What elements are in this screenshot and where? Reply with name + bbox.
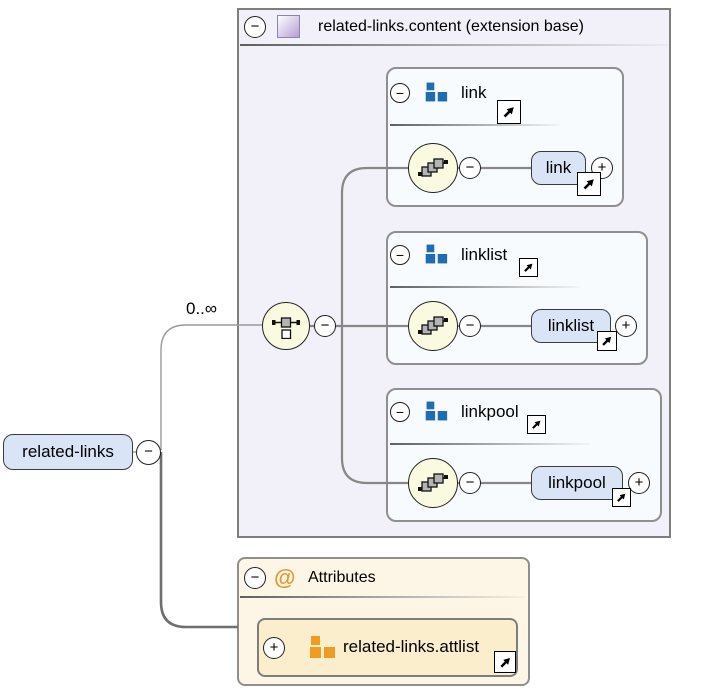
reference-arrow-icon[interactable] [577, 172, 601, 196]
group-title-linkpool: linkpool [461, 402, 519, 421]
model-group-icon [425, 82, 448, 102]
attributes-icon: @ [274, 565, 296, 590]
model-group-icon [425, 244, 448, 264]
reference-arrow-icon[interactable] [519, 258, 538, 277]
choice-glyph [418, 473, 448, 492]
group-title-linklist: linklist [461, 245, 508, 264]
group-separator [390, 124, 560, 126]
group-title-link: link [461, 83, 487, 102]
collapse-button-sequence[interactable]: − [314, 315, 336, 337]
collapse-button-attributes[interactable]: − [244, 567, 266, 589]
choice-compositor-icon[interactable] [408, 458, 458, 508]
expand-button-attlist[interactable]: + [263, 637, 285, 659]
header-separator [240, 44, 668, 46]
attributes-separator [240, 596, 525, 598]
extension-base-title: related-links.content (extension base) [318, 18, 584, 35]
reference-arrow-icon[interactable] [497, 100, 521, 124]
reference-arrow-icon[interactable] [612, 488, 631, 507]
expand-button-linklist[interactable]: + [615, 315, 637, 337]
reference-arrow-icon[interactable] [597, 331, 617, 351]
reference-arrow-icon[interactable] [494, 651, 516, 673]
collapse-button-choice-link[interactable]: − [459, 157, 481, 179]
collapse-button-root[interactable]: − [136, 440, 161, 465]
reference-arrow-icon[interactable] [527, 415, 546, 434]
element-linkpool[interactable]: linkpool [531, 466, 623, 500]
choice-glyph [418, 316, 448, 335]
collapse-button-choice-linkpool[interactable]: − [459, 472, 481, 494]
collapse-button-group-linkpool[interactable]: − [390, 402, 410, 422]
collapse-button-extension[interactable]: − [244, 16, 266, 38]
attlist-box[interactable] [257, 618, 518, 677]
collapse-button-group-link[interactable]: − [390, 83, 410, 103]
sequence-compositor-icon[interactable] [262, 302, 310, 350]
choice-compositor-icon[interactable] [408, 143, 458, 193]
multiplicity-label: 0..∞ [186, 299, 218, 318]
choice-compositor-icon[interactable] [408, 301, 458, 351]
group-separator [390, 286, 580, 288]
choice-glyph [418, 158, 448, 177]
expand-button-linkpool[interactable]: + [628, 472, 650, 494]
element-link[interactable]: link [531, 151, 586, 185]
attlist-label: related-links.attlist [343, 637, 480, 656]
group-separator [390, 443, 590, 445]
collapse-button-choice-linklist[interactable]: − [459, 315, 481, 337]
sequence-glyph [272, 317, 300, 339]
attribute-group-icon [310, 636, 335, 658]
element-related-links[interactable]: related-links [3, 434, 133, 470]
attributes-title: Attributes [308, 569, 376, 586]
collapse-button-group-linklist[interactable]: − [390, 245, 410, 265]
model-group-icon [425, 401, 448, 421]
complex-type-icon [277, 15, 300, 38]
